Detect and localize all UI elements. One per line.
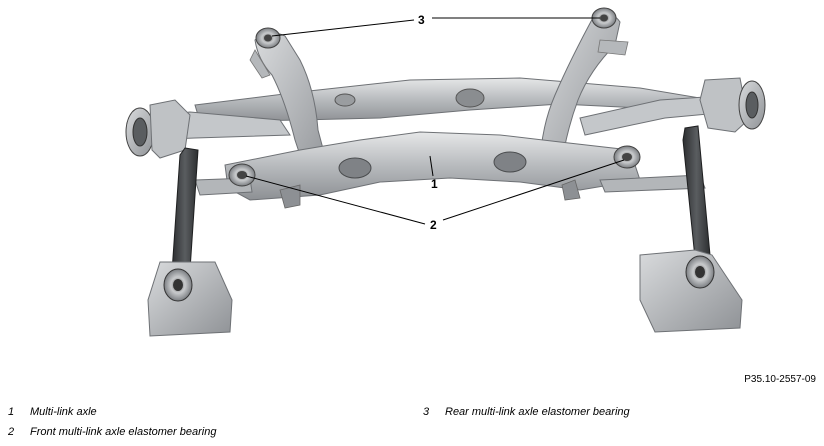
- leader-line-2-left: [245, 175, 426, 225]
- legend-label: Front multi-link axle elastomer bearing: [30, 426, 217, 438]
- leader-line-3-left: [271, 19, 415, 37]
- legend-item-2: 2 Front multi-link axle elastomer bearin…: [8, 426, 388, 440]
- leader-line-1: [429, 155, 434, 177]
- right-wheel-hub: [699, 77, 766, 133]
- right-trailing-arm: [639, 125, 743, 333]
- leader-line-2-right: [442, 159, 625, 221]
- front-crossmember: [224, 131, 641, 209]
- callout-1: 1: [431, 177, 438, 191]
- legend-item-3: 3 Rear multi-link axle elastomer bearing: [423, 406, 803, 420]
- legend-label: Multi-link axle: [30, 406, 97, 418]
- figure-reference-code: P35.10-2557-09: [744, 374, 816, 385]
- left-wheel-hub: [125, 99, 191, 159]
- legend-number: 2: [8, 426, 15, 438]
- front-bearing-right: [613, 145, 641, 169]
- legend-label: Rear multi-link axle elastomer bearing: [445, 406, 630, 418]
- legend-number: 1: [8, 406, 15, 418]
- right-lower-link: [599, 174, 706, 193]
- legend-number: 3: [423, 406, 430, 418]
- multi-link-axle-illustration: 3 1 2: [125, 7, 766, 337]
- legend-item-1: 1 Multi-link axle: [8, 406, 388, 420]
- left-trailing-arm: [147, 147, 233, 337]
- callout-3: 3: [418, 13, 425, 27]
- rear-bearing-left: [255, 27, 281, 49]
- callout-2: 2: [430, 218, 437, 232]
- front-bearing-left: [228, 163, 256, 187]
